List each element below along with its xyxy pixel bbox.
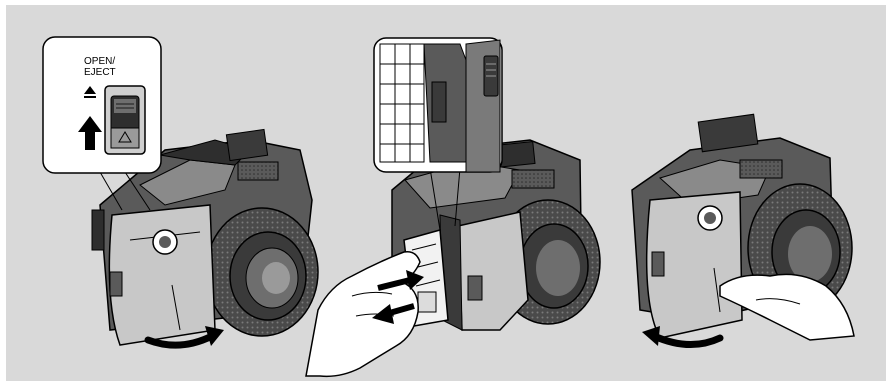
callout-label-open: OPEN/ [84,56,115,67]
panel-insert-disc [305,37,601,378]
arrowhead [205,326,224,346]
curved-arrow-right-icon [144,332,216,349]
disc-cover [108,204,216,346]
eject-switch [104,85,146,155]
camera-lens [747,183,853,313]
callout-label-eject: EJECT [84,67,116,78]
panel-open-cover: OPEN/ EJECT [42,36,319,349]
insert-arrow-icon [377,270,424,291]
disc-grid [379,43,425,163]
remove-arrow-icon [372,303,415,324]
camera-lens [205,207,319,337]
disc-cover [439,211,529,331]
eject-icon [84,86,96,98]
panel-close-cover [631,113,855,349]
eject-callout: OPEN/ EJECT [42,36,162,211]
up-arrow-icon [78,116,102,150]
disc-cover [645,191,743,339]
slot-callout [373,37,503,231]
curved-arrow-left-icon [650,332,724,349]
hand [719,273,855,341]
arrowhead [642,326,660,346]
